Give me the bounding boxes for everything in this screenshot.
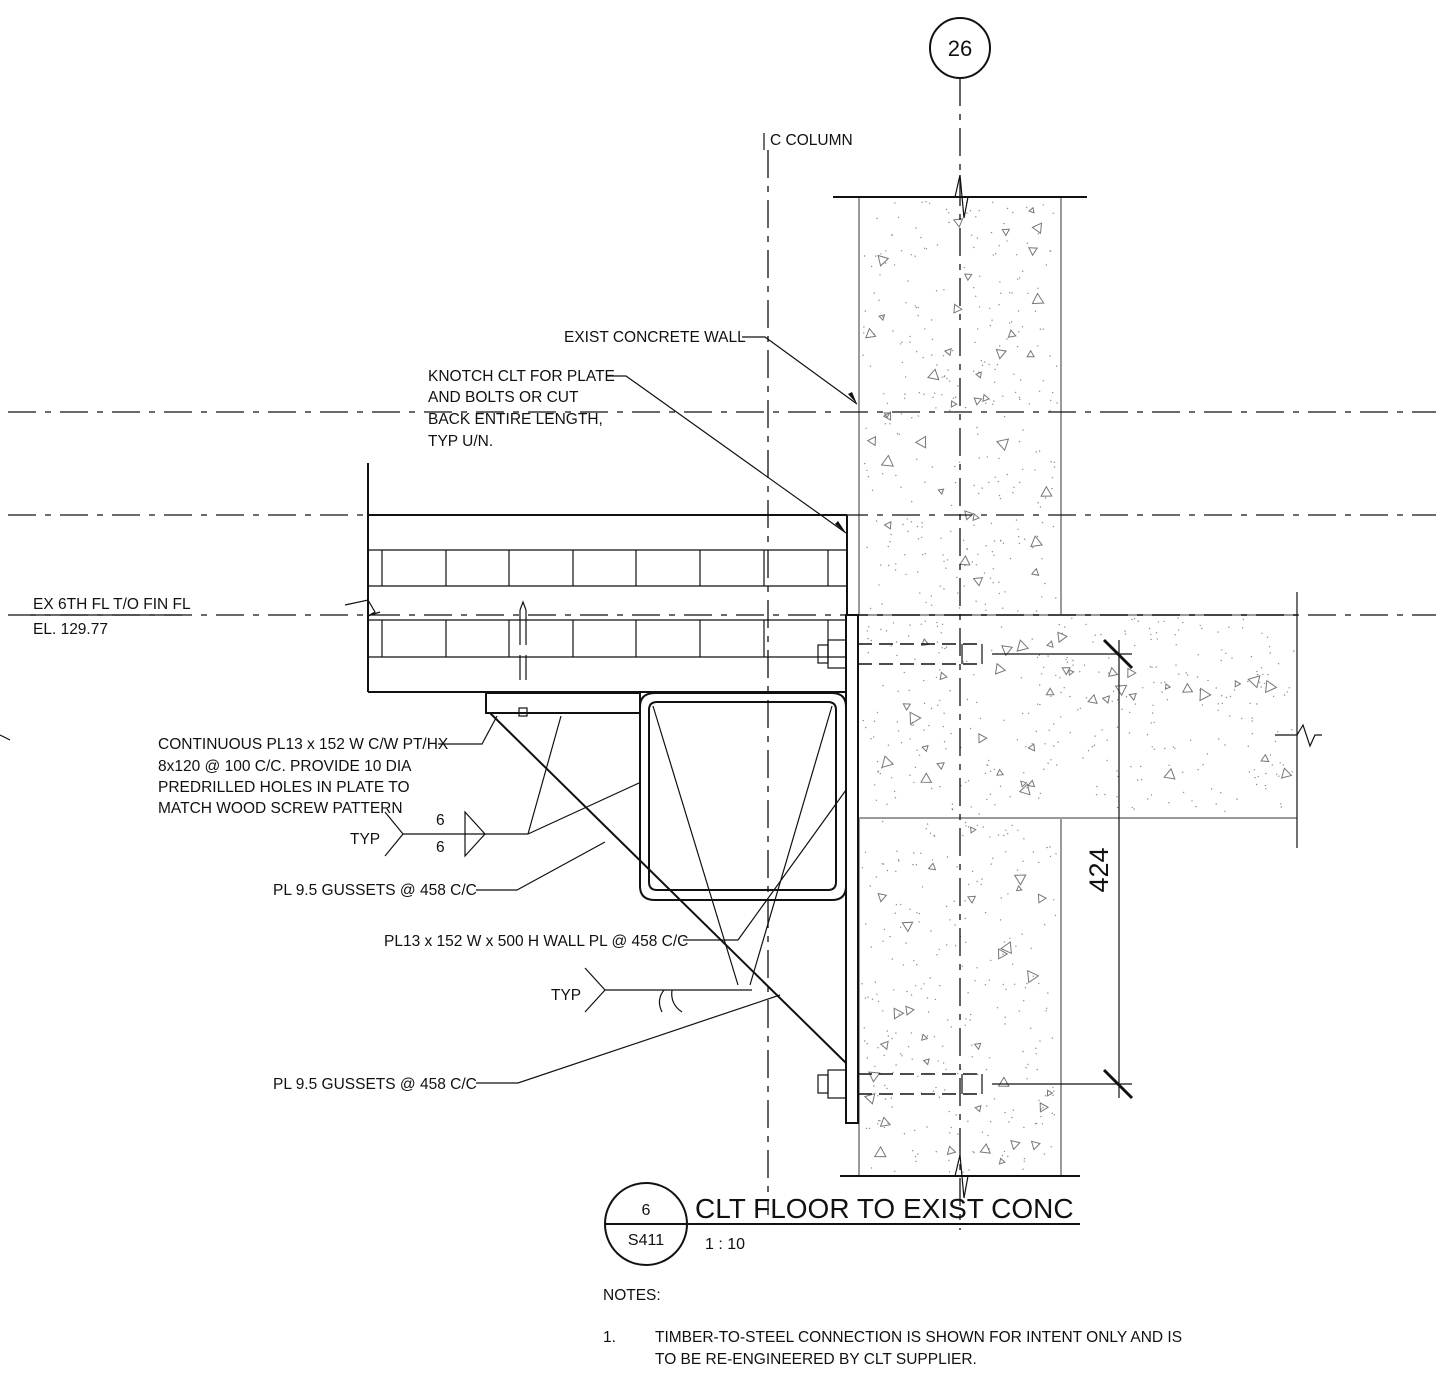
knotch-line-1: KNOTCH CLT FOR PLATE [428, 368, 615, 385]
weld-size-top: 6 [436, 812, 445, 829]
wood-screw [518, 600, 528, 717]
gussets-2-label: PL 9.5 GUSSETS @ 458 C/C [273, 1076, 477, 1093]
note-1-line-1: TIMBER-TO-STEEL CONNECTION IS SHOWN FOR … [655, 1329, 1182, 1346]
weld-size-bottom: 6 [436, 839, 445, 856]
wall-plate [845, 614, 859, 1124]
label-wall-plate: PL13 x 152 W x 500 H WALL PL @ 458 C/C [384, 789, 847, 950]
note-1-number: 1. [603, 1329, 616, 1346]
cont-plate-line-1: CONTINUOUS PL13 x 152 W C/W PT/HX [158, 736, 449, 753]
detail-scale: 1 : 10 [705, 1236, 745, 1253]
column-centerline-label: C COLUMN [770, 132, 853, 149]
label-gussets-2: PL 9.5 GUSSETS @ 458 C/C [273, 994, 781, 1093]
dimension-value: 424 [1084, 847, 1114, 892]
knotch-line-4: TYP U/N. [428, 433, 493, 450]
notes-heading: NOTES: [603, 1287, 661, 1304]
weld-typ-1: TYP [350, 831, 380, 848]
knotch-line-3: BACK ENTIRE LENGTH, [428, 411, 603, 428]
note-1-line-2: TO BE RE-ENGINEERED BY CLT SUPPLIER. [655, 1351, 977, 1368]
cont-plate-line-3: PREDRILLED HOLES IN PLATE TO [158, 779, 410, 796]
horizontal-centerlines [8, 411, 1436, 616]
weld-typ-2: TYP [551, 987, 581, 1004]
concrete-wall [833, 196, 1295, 1177]
cont-plate-line-2: 8x120 @ 100 C/C. PROVIDE 10 DIA [158, 758, 412, 775]
elevation-label: EL. 129.77 [33, 621, 108, 638]
column-centerline: C COLUMN [763, 132, 853, 1215]
gussets-1-label: PL 9.5 GUSSETS @ 458 C/C [273, 882, 477, 899]
continuous-plate [485, 692, 641, 714]
exist-wall-label: EXIST CONCRETE WALL [564, 329, 746, 346]
notes: NOTES: 1. TIMBER-TO-STEEL CONNECTION IS … [603, 1287, 1182, 1368]
detail-title-block: 6 S411 CLT FLOOR TO EXIST CONC 1 : 10 [604, 1182, 1080, 1266]
steel-bracket [485, 614, 983, 1124]
cont-plate-line-4: MATCH WOOD SCREW PATTERN [158, 800, 403, 817]
detail-sheet: S411 [628, 1232, 664, 1249]
grid-line-26: 26 [929, 17, 991, 1230]
wall-plate-label: PL13 x 152 W x 500 H WALL PL @ 458 C/C [384, 933, 688, 950]
label-gussets-1: PL 9.5 GUSSETS @ 458 C/C [273, 841, 606, 899]
detail-number: 6 [642, 1202, 651, 1219]
weld-symbol-1: TYP 6 6 [350, 715, 640, 858]
concrete-slab [859, 592, 1298, 848]
label-floor-level: EX 6TH FL T/O FIN FL EL. 129.77 [30, 596, 191, 638]
label-continuous-plate: CONTINUOUS PL13 x 152 W C/W PT/HX 8x120 … [158, 715, 498, 817]
anchor-bolt-bottom [817, 1069, 983, 1099]
anchor-bolt-top [817, 639, 983, 669]
concrete-stipple [861, 201, 1295, 1173]
weld-symbol-2: TYP [551, 967, 752, 1013]
detail-title: CLT FLOOR TO EXIST CONC [695, 1193, 1074, 1224]
label-knotch: KNOTCH CLT FOR PLATE AND BOLTS OR CUT BA… [428, 368, 847, 534]
clt-floor-panel [367, 463, 848, 717]
grid-bubble-label: 26 [948, 36, 972, 61]
knotch-line-2: AND BOLTS OR CUT [428, 389, 579, 406]
label-exist-wall: EXIST CONCRETE WALL [564, 329, 858, 405]
dimension-424: 424 [992, 638, 1134, 1100]
hss-tube [639, 692, 847, 901]
clt-lamella-blocks [381, 550, 829, 657]
floor-level-label: EX 6TH FL T/O FIN FL [33, 596, 191, 613]
